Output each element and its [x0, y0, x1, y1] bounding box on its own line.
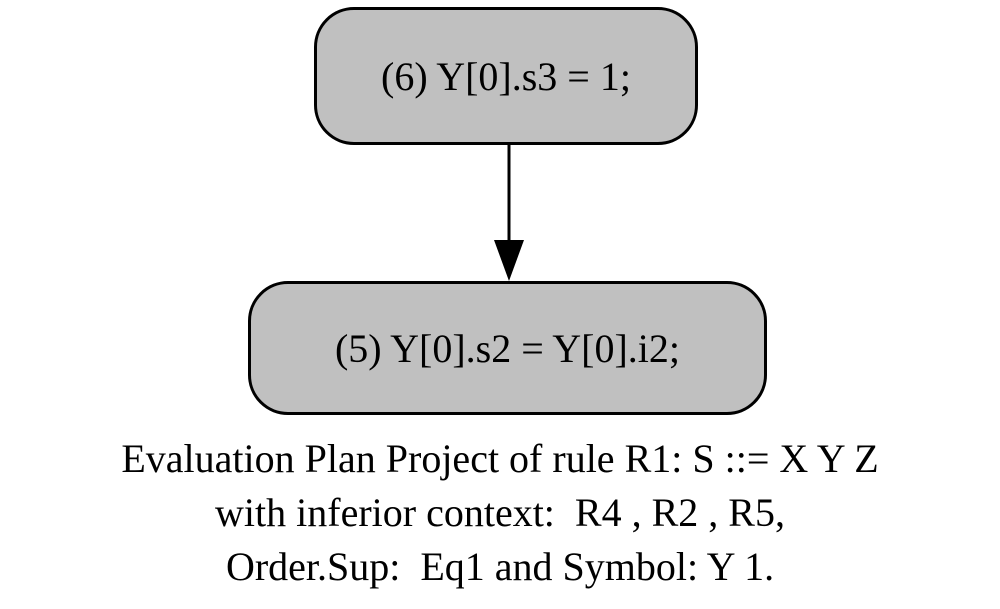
node-6-label: (6) Y[0].s3 = 1;	[381, 53, 631, 99]
caption-line-2: with inferior context: R4 , R2 , R5,	[215, 490, 785, 535]
diagram-caption: Evaluation Plan Project of rule R1: S ::…	[0, 432, 1000, 594]
edge-arrowhead	[494, 240, 524, 281]
node-5-label: (5) Y[0].s2 = Y[0].i2;	[334, 325, 681, 371]
caption-line-1: Evaluation Plan Project of rule R1: S ::…	[121, 436, 879, 481]
node-6: (6) Y[0].s3 = 1;	[314, 7, 698, 145]
node-5: (5) Y[0].s2 = Y[0].i2;	[248, 281, 767, 415]
caption-line-3: Order.Sup: Eq1 and Symbol: Y 1.	[225, 544, 775, 589]
